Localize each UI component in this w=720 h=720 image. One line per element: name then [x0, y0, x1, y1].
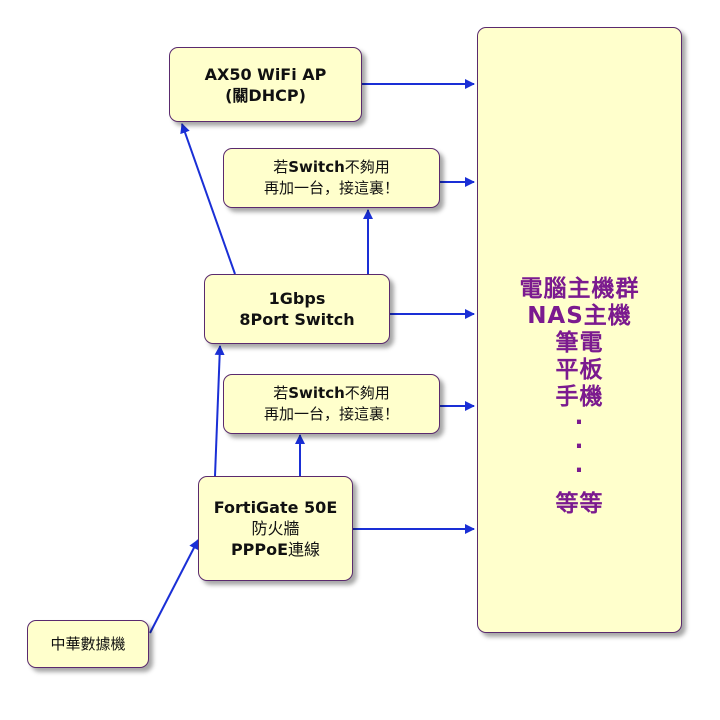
switch-node: 1Gbps 8Port Switch	[204, 274, 390, 344]
extra-switch-bottom-line2: 再加一台，接這裏！	[263, 405, 399, 423]
device-item: 筆電	[555, 330, 604, 356]
firewall-model: FortiGate 50E	[213, 498, 338, 517]
extra-switch-bottom-prefix: 若	[273, 384, 289, 402]
device-etc: 等等	[555, 491, 604, 517]
firewall-type: 防火牆	[251, 519, 300, 538]
extra-switch-bottom-keyword: Switch	[288, 384, 345, 402]
extra-switch-node-bottom: 若Switch不夠用 再加一台，接這裏！	[223, 374, 440, 434]
device-item: 手機	[555, 384, 604, 410]
firewall-connection: PPPoE連線	[231, 539, 320, 560]
device-item: 平板	[555, 357, 604, 383]
wifi-ap-node: AX50 WiFi AP (關DHCP)	[169, 47, 362, 122]
extra-switch-top-prefix: 若	[273, 158, 289, 176]
firewall-node: FortiGate 50E 防火牆 PPPoE連線	[198, 476, 353, 581]
device-item: NAS主機	[527, 303, 632, 329]
extra-switch-bottom-suffix: 不夠用	[344, 384, 390, 402]
ellipsis-dot: ·	[574, 434, 585, 460]
extra-switch-top-keyword: Switch	[288, 158, 345, 176]
arrow-modem-to-firewall	[149, 539, 199, 634]
firewall-connection-protocol: PPPoE	[230, 540, 289, 559]
wifi-ap-title: AX50 WiFi AP	[204, 64, 327, 84]
arrow-switch-to-ap	[180, 123, 236, 275]
extra-switch-top-line1: 若Switch不夠用	[273, 157, 390, 178]
ellipsis-dot: ·	[574, 410, 585, 436]
modem-node: 中華數據機	[27, 620, 149, 668]
arrow-firewall-to-switch	[214, 345, 225, 477]
extra-switch-top-suffix: 不夠用	[344, 158, 390, 176]
firewall-connection-suffix: 連線	[288, 540, 321, 559]
extra-switch-node-top: 若Switch不夠用 再加一台，接這裏！	[223, 148, 440, 208]
extra-switch-top-line2: 再加一台，接這裏！	[263, 179, 399, 197]
devices-node: 電腦主機群 NAS主機 筆電 平板 手機 · · · 等等	[477, 27, 682, 633]
device-list: 電腦主機群 NAS主機 筆電 平板 手機 · · · 等等	[520, 276, 640, 518]
switch-speed: 1Gbps	[268, 289, 326, 308]
wifi-ap-note: (關DHCP)	[225, 85, 306, 105]
modem-label: 中華數據機	[50, 634, 126, 653]
ellipsis-dot: ·	[574, 458, 585, 484]
device-item: 電腦主機群	[519, 276, 640, 302]
extra-switch-bottom-line1: 若Switch不夠用	[273, 383, 390, 404]
switch-ports: 8Port Switch	[239, 310, 355, 329]
